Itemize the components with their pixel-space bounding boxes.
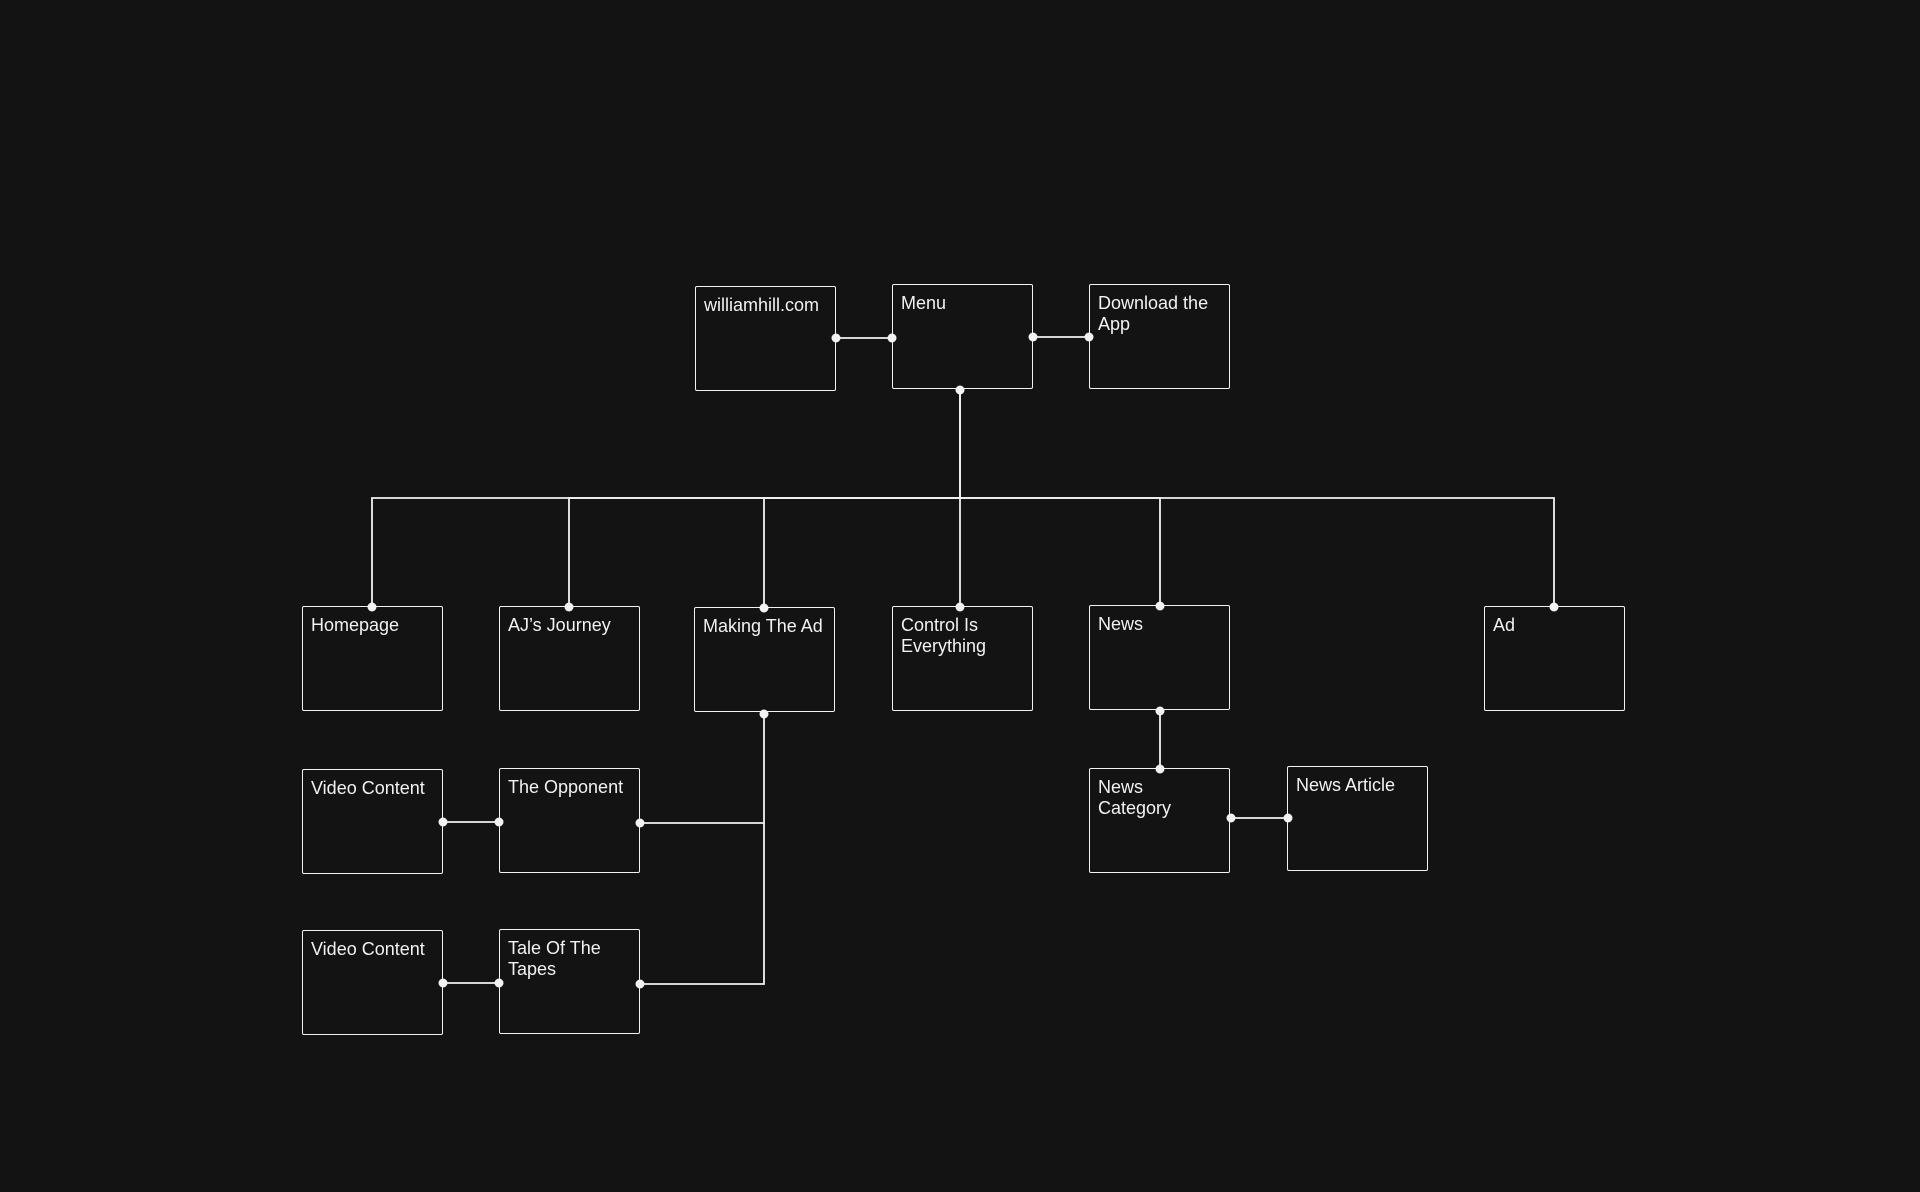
node-news-article: News Article <box>1287 766 1428 871</box>
connector-dot <box>1155 764 1165 774</box>
connector-menu-to-news <box>960 497 1161 606</box>
connector-dot <box>367 602 377 612</box>
node-williamhill: williamhill.com <box>695 286 836 391</box>
node-making-the-ad: Making The Ad <box>694 607 835 712</box>
connector-dot <box>1155 706 1165 716</box>
connector-dot <box>955 602 965 612</box>
node-control-is-everything: Control Is Everything <box>892 606 1033 711</box>
connector-menu-to-making-the-ad <box>763 497 960 608</box>
connector-making-the-ad-to-tale-of-the-tapes <box>640 823 765 985</box>
connector-dot <box>438 978 448 988</box>
node-homepage: Homepage <box>302 606 443 711</box>
connector-dot <box>1283 813 1293 823</box>
node-the-opponent: The Opponent <box>499 768 640 873</box>
connector-dot <box>1155 601 1165 611</box>
connector-dot <box>1549 602 1559 612</box>
node-tale-of-the-tapes: Tale Of The Tapes <box>499 929 640 1034</box>
node-video-content-1: Video Content <box>302 769 443 874</box>
connector-dot <box>564 602 574 612</box>
connector-dots <box>367 332 1559 989</box>
node-video-content-2: Video Content <box>302 930 443 1035</box>
node-download-app: Download the App <box>1089 284 1230 389</box>
connector-dot <box>438 817 448 827</box>
connector-making-the-ad-to-the-opponent <box>640 714 765 824</box>
connector-dot <box>955 385 965 395</box>
node-ad: Ad <box>1484 606 1625 711</box>
connector-dot <box>1226 813 1236 823</box>
connector-dot <box>831 333 841 343</box>
connector-dot <box>635 818 645 828</box>
connector-dot <box>1028 332 1038 342</box>
connector-lines <box>371 336 1555 985</box>
connector-menu-to-ad <box>960 497 1555 607</box>
node-news-category: News Category <box>1089 768 1230 873</box>
node-menu: Menu <box>892 284 1033 389</box>
connector-dot <box>759 603 769 613</box>
node-news: News <box>1089 605 1230 710</box>
node-ajs-journey: AJ’s Journey <box>499 606 640 711</box>
connector-dot <box>635 979 645 989</box>
